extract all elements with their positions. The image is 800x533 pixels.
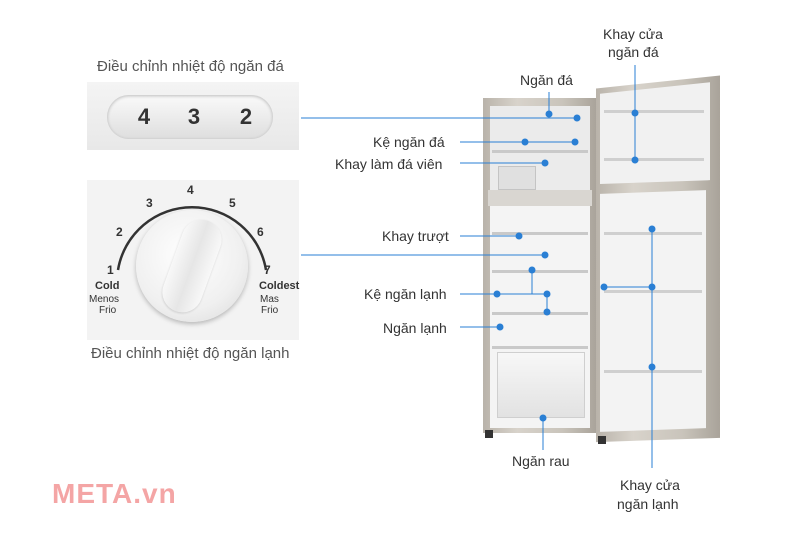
dial-cold-label: Cold	[95, 280, 120, 292]
dial-scale-6: 6	[257, 225, 264, 239]
label-ngan-lanh: Ngăn lạnh	[383, 320, 447, 336]
freezer-dial-digit: 4	[137, 104, 151, 129]
dial-scale-1: 1	[107, 263, 114, 277]
dial-cold-sub1: Menos	[89, 294, 120, 305]
freezer-dial-digit: 3	[187, 104, 201, 129]
fridge-door-bin	[604, 290, 702, 293]
dial-coldest-sub1: Mas	[260, 294, 279, 305]
dial-scale-7: 7	[264, 263, 271, 277]
fridge-shelf	[492, 346, 588, 349]
dial-coldest-label: Coldest	[259, 280, 300, 292]
freezer-door-bin	[604, 110, 704, 113]
label-ke-ngan-lanh: Kệ ngăn lạnh	[364, 286, 447, 302]
compartment-divider	[488, 190, 592, 206]
label-khay-cua-ngan-lanh-1: Khay cửa	[620, 477, 680, 493]
label-ke-ngan-da: Kệ ngăn đá	[373, 134, 445, 150]
dial-cold-sub2: Frio	[99, 305, 117, 316]
fridge-shelf	[492, 232, 588, 235]
label-ngan-rau: Ngăn rau	[512, 453, 570, 469]
dial-scale-4: 4	[187, 183, 194, 197]
meta-logo: META.vn	[52, 478, 177, 509]
freezer-temperature-dial	[107, 95, 273, 139]
freezer-shelf	[492, 150, 588, 153]
dial-scale-5: 5	[229, 196, 236, 210]
freezer-door-bin	[604, 158, 704, 161]
crisper-drawer	[497, 352, 585, 418]
freezer-dial-digit: 2	[239, 104, 253, 129]
label-khay-cua-ngan-lanh-2: ngăn lạnh	[617, 496, 679, 512]
label-khay-cua-ngan-da-1: Khay cửa	[603, 26, 663, 42]
fridge-foot	[485, 430, 493, 438]
label-khay-truot: Khay trượt	[382, 228, 449, 244]
fridge-control-caption: Điều chỉnh nhiệt độ ngăn lạnh	[91, 345, 290, 362]
label-khay-lam-da-vien: Khay làm đá viên	[335, 156, 443, 172]
label-khay-cua-ngan-da-2: ngăn đá	[608, 44, 659, 60]
fridge-shelf	[492, 312, 588, 315]
dial-scale-3: 3	[146, 196, 153, 210]
dial-coldest-sub2: Frio	[261, 305, 279, 316]
fridge-foot	[598, 436, 606, 444]
fridge-door-bin	[604, 232, 702, 235]
freezer-control-caption: Điều chỉnh nhiệt độ ngăn đá	[97, 58, 284, 75]
fridge-door-bin	[604, 370, 702, 373]
label-ngan-da: Ngăn đá	[520, 72, 573, 88]
ice-tray	[498, 166, 536, 190]
fridge-shelf	[492, 270, 588, 273]
dial-scale-2: 2	[116, 225, 123, 239]
